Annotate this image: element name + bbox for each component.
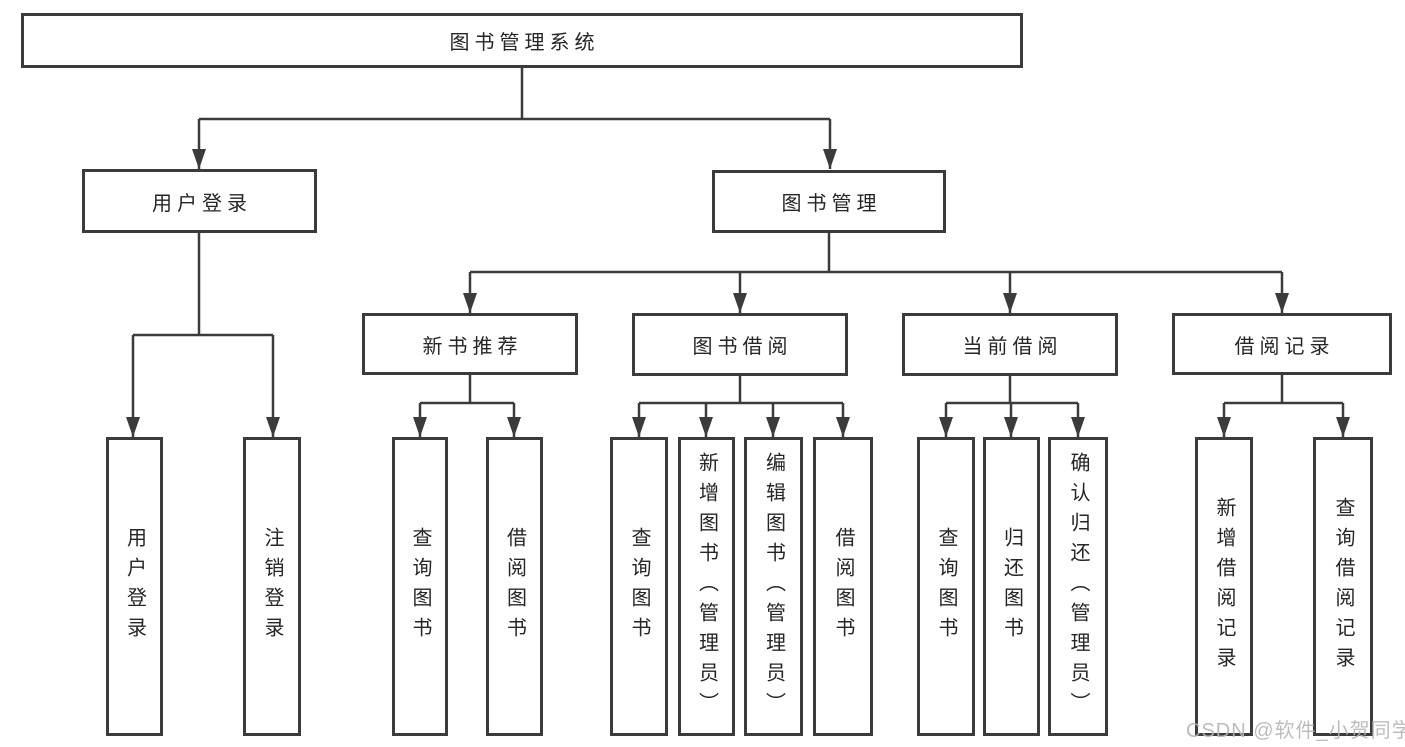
leaf-logout: 注销登录 — [243, 437, 301, 736]
node-new-books: 新书推荐 — [362, 313, 578, 375]
node-current-borrow: 当前借阅 — [902, 313, 1118, 376]
leaf-borrow-edit-label: 编辑图书（管理员） — [762, 451, 785, 722]
node-borrowing-label: 图书借阅 — [692, 336, 793, 358]
leaf-borrow-borrow: 借阅图书 — [813, 437, 873, 736]
leaf-record-add-label: 新增借阅记录 — [1213, 496, 1235, 677]
leaf-current-query-label: 查询图书 — [935, 526, 957, 647]
node-root: 图书管理系统 — [21, 13, 1023, 68]
leaf-record-query: 查询借阅记录 — [1313, 437, 1373, 736]
node-current-borrow-label: 当前借阅 — [962, 336, 1063, 358]
leaf-current-query: 查询图书 — [917, 437, 975, 736]
leaf-current-return-label: 归还图书 — [1000, 526, 1023, 647]
leaf-record-add: 新增借阅记录 — [1195, 437, 1253, 736]
connector-arrows — [126, 119, 1350, 437]
leaf-borrow-query-label: 查询图书 — [628, 526, 650, 647]
node-user-login: 用户登录 — [82, 169, 317, 233]
leaf-logout-label: 注销登录 — [261, 526, 283, 647]
leaf-newbook-query: 查询图书 — [392, 437, 448, 736]
node-root-label: 图书管理系统 — [449, 32, 600, 54]
leaf-current-confirm: 确认归还（管理员） — [1048, 437, 1108, 736]
node-borrow-records: 借阅记录 — [1172, 313, 1392, 375]
leaf-current-return: 归还图书 — [983, 437, 1040, 736]
leaf-current-confirm-label: 确认归还（管理员） — [1067, 451, 1089, 722]
node-book-mgmt-label: 图书管理 — [781, 193, 882, 215]
node-user-login-label: 用户登录 — [152, 192, 252, 215]
leaf-borrow-edit: 编辑图书（管理员） — [744, 437, 803, 736]
leaf-newbook-borrow: 借阅图书 — [486, 437, 543, 736]
node-book-mgmt: 图书管理 — [712, 170, 946, 233]
node-new-books-label: 新书推荐 — [422, 335, 523, 358]
leaf-newbook-borrow-label: 借阅图书 — [503, 526, 526, 647]
leaf-newbook-query-label: 查询图书 — [409, 526, 431, 647]
leaf-login: 用户登录 — [106, 437, 163, 736]
leaf-borrow-borrow-label: 借阅图书 — [832, 526, 854, 647]
node-borrowing: 图书借阅 — [632, 313, 848, 376]
leaf-record-query-label: 查询借阅记录 — [1332, 496, 1354, 677]
leaf-login-label: 用户登录 — [123, 526, 146, 647]
node-borrow-records-label: 借阅记录 — [1234, 335, 1335, 358]
leaf-borrow-query: 查询图书 — [610, 437, 668, 736]
csdn-watermark: CSDN @软件_小贺同学 — [1186, 720, 1405, 742]
leaf-borrow-add-label: 新增图书（管理员） — [695, 451, 718, 722]
leaf-borrow-add: 新增图书（管理员） — [678, 437, 735, 736]
